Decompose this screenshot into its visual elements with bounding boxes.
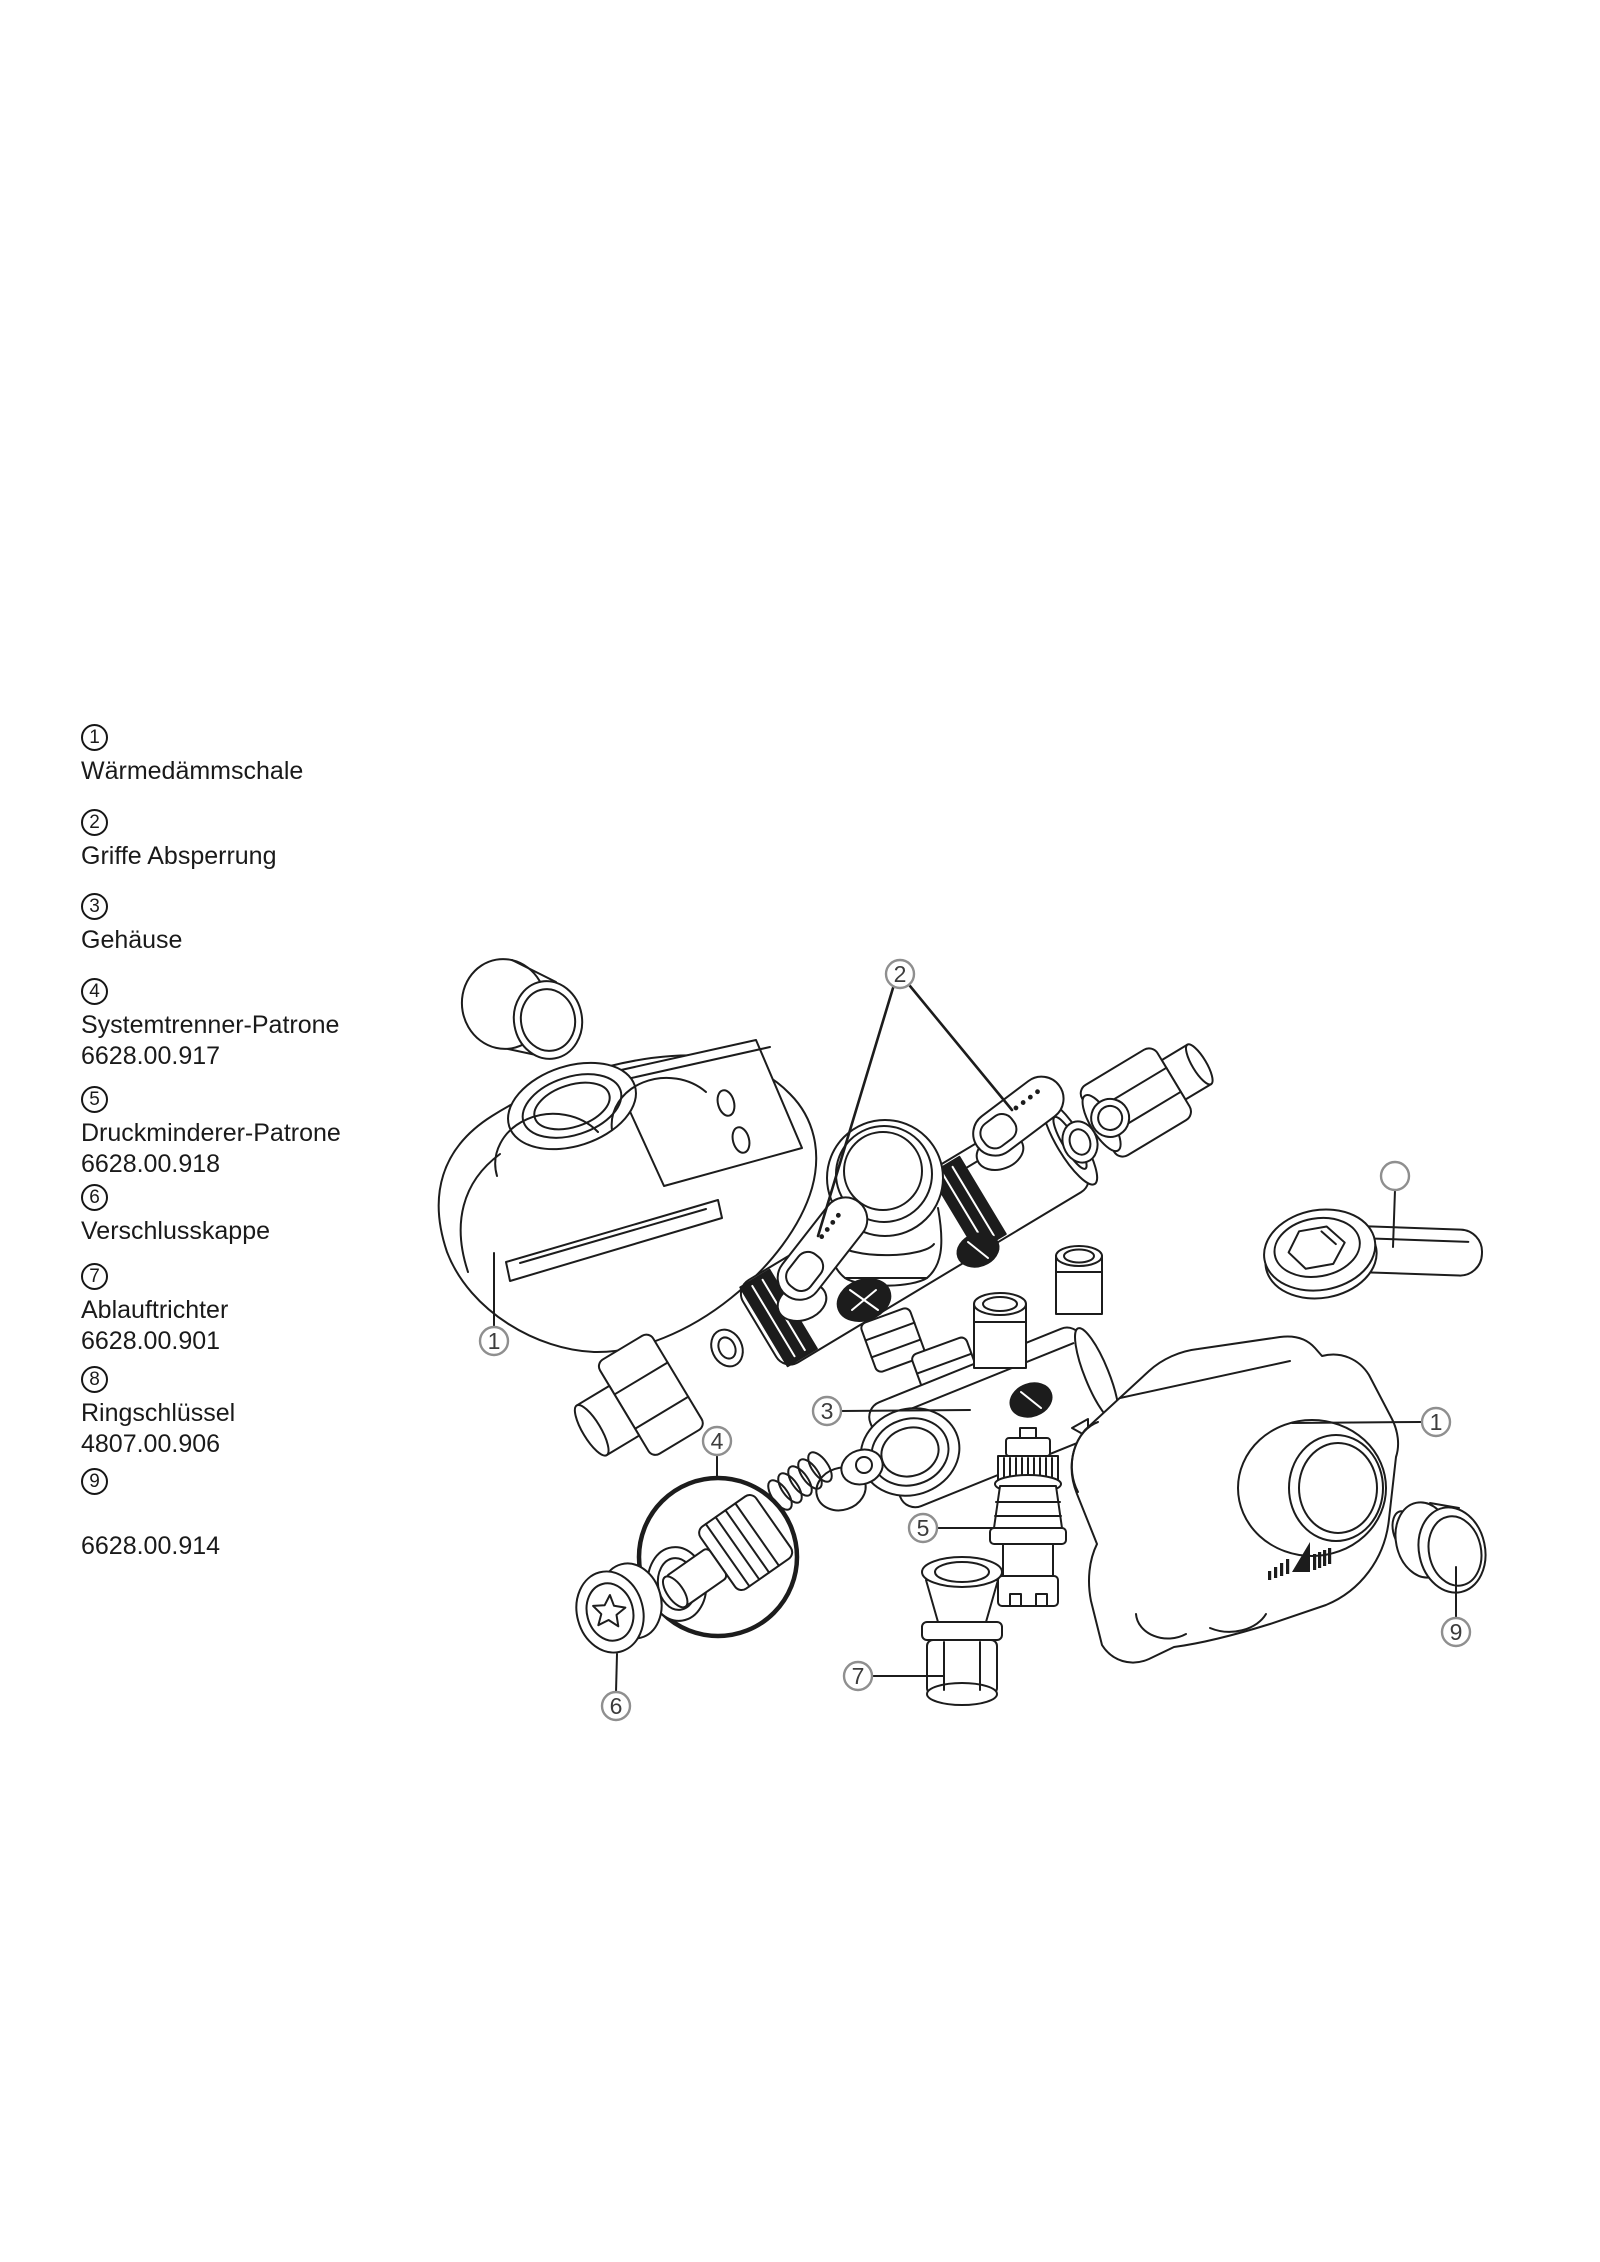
part-name: Verschlusskappe: [81, 1217, 271, 1245]
callout-wrench-empty: [1379, 1160, 1411, 1192]
part-number: 3: [89, 896, 100, 917]
shutoff-handle-left: [776, 1196, 869, 1322]
parts-list-item: 7 Ablauftrichter 6628.00.901: [81, 1263, 228, 1357]
logo-hatch-marks: [1268, 1542, 1332, 1580]
part-name: Gehäuse: [81, 926, 183, 954]
callout-9: 9: [1440, 1616, 1472, 1648]
part-name: Griffe Absperrung: [81, 842, 277, 870]
svg-text:9: 9: [1450, 1619, 1463, 1645]
svg-text:6: 6: [610, 1693, 623, 1719]
callout-5: 5: [907, 1512, 939, 1544]
part-code: 4807.00.906: [81, 1430, 221, 1458]
part-name: Druckminderer-Patrone: [81, 1119, 341, 1147]
part-number: 9: [89, 1471, 100, 1492]
ring-wrench: [1263, 1208, 1484, 1300]
part-number-badge: 6: [81, 1184, 108, 1211]
pressure-reducer-cartridge: [989, 1427, 1067, 1607]
part-name: Ringschlüssel: [81, 1399, 236, 1427]
part-number: 2: [89, 812, 100, 833]
cartridge-body: [661, 1494, 794, 1609]
callout-4: 4: [701, 1425, 733, 1457]
callout-3: 3: [811, 1395, 843, 1427]
drain-funnel: [921, 1556, 1003, 1706]
parts-list-item: 4 Systemtrenner-Patrone 6628.00.917: [81, 978, 339, 1072]
gehaeuse-housing: [859, 1232, 1120, 1509]
part-number-badge: 7: [81, 1263, 108, 1290]
svg-text:5: 5: [917, 1515, 930, 1541]
part-number: 7: [89, 1266, 100, 1287]
part-code: 6628.00.914: [81, 1532, 221, 1560]
callout-1-right: 1: [1420, 1406, 1452, 1438]
svg-text:7: 7: [852, 1663, 865, 1689]
part-number-badge: 3: [81, 893, 108, 920]
part-name: Ablauftrichter: [81, 1296, 229, 1324]
union-nut-right: [1061, 1043, 1214, 1164]
parts-list-item: 1 Wärmedämmschale: [81, 724, 303, 787]
insulation-shell-left: [437, 1039, 818, 1354]
part-number-badge: 9: [81, 1468, 108, 1495]
callouts: 2 1 3 4 5: [478, 958, 1472, 1722]
part-number-badge: 1: [81, 724, 108, 751]
part-name: Wärmedämmschale: [81, 757, 304, 785]
closure-cap-bottom: [575, 1562, 663, 1654]
star-grip: [592, 1594, 627, 1628]
closure-cap-top: [460, 958, 584, 1060]
part-number-badge: 5: [81, 1086, 108, 1113]
parts-list-item: 9 6628.00.914: [81, 1468, 220, 1562]
parts-list-item: 8 Ringschlüssel 4807.00.906: [81, 1366, 235, 1460]
part-number-badge: 2: [81, 809, 108, 836]
end-cap: [1391, 1501, 1487, 1594]
part-number-badge: 8: [81, 1366, 108, 1393]
callout-1-left: 1: [478, 1325, 510, 1357]
hex-opening: [1287, 1225, 1346, 1270]
callout-2: 2: [884, 958, 916, 990]
svg-text:1: 1: [488, 1328, 501, 1354]
parts-list-item: 3 Gehäuse: [81, 893, 182, 956]
svg-text:4: 4: [711, 1428, 724, 1454]
callout-7: 7: [842, 1660, 874, 1692]
parts-list-item: 6 Verschlusskappe: [81, 1184, 270, 1247]
part-name: Systemtrenner-Patrone: [81, 1011, 340, 1039]
part-number: 1: [89, 727, 100, 748]
svg-text:1: 1: [1430, 1409, 1443, 1435]
part-code: 6628.00.901: [81, 1327, 221, 1355]
parts-list-item: 2 Griffe Absperrung: [81, 809, 276, 872]
system-separator-cartridge-group: [636, 1448, 884, 1639]
part-number: 8: [89, 1369, 100, 1390]
part-code: 6628.00.917: [81, 1042, 221, 1070]
part-number-badge: 4: [81, 978, 108, 1005]
shutoff-handle-right: [972, 1075, 1065, 1171]
leader-lines: [493, 984, 1457, 1693]
svg-text:2: 2: [894, 961, 907, 987]
parts-list: 1 Wärmedämmschale 2 Griffe Absperrung 3 …: [0, 0, 420, 2262]
callout-6: 6: [600, 1690, 632, 1722]
part-code: 6628.00.918: [81, 1150, 221, 1178]
part-number: 5: [89, 1089, 100, 1110]
part-number: 4: [89, 981, 100, 1002]
insulation-shell-right: [1070, 1335, 1400, 1664]
parts-list-item: 5 Druckminderer-Patrone 6628.00.918: [81, 1086, 341, 1180]
svg-text:3: 3: [821, 1398, 834, 1424]
part-number: 6: [89, 1187, 100, 1208]
